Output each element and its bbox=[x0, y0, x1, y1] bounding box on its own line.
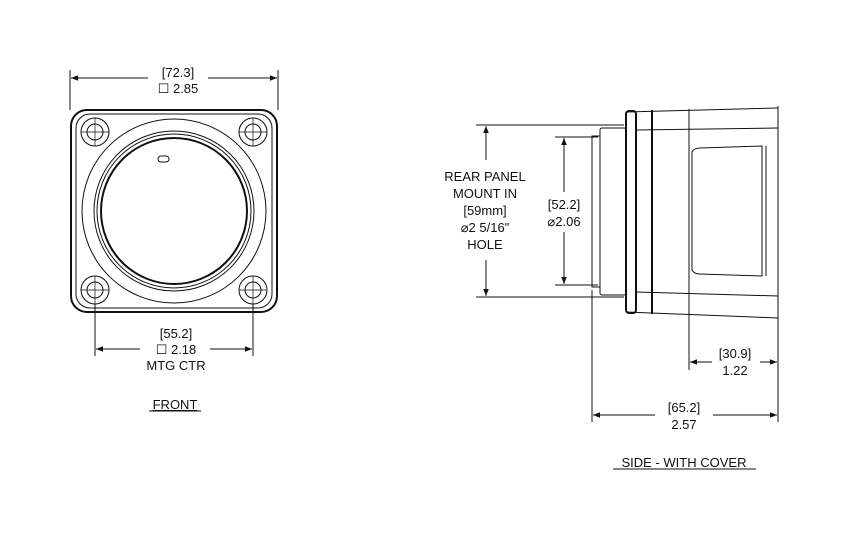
total-length-mm: [65.2] bbox=[668, 400, 701, 415]
front-title: FRONT bbox=[153, 397, 198, 412]
svg-text:REAR PANEL: REAR PANEL bbox=[444, 169, 525, 184]
front-view: [72.3] ☐ 2.85 [55.2] ☐ 2.18 MTG CTR FRON… bbox=[69, 65, 279, 412]
rear-panel-note: REAR PANEL MOUNT IN [59mm] ⌀2 5/16" HOLE bbox=[444, 169, 525, 252]
svg-text:[59mm]: [59mm] bbox=[463, 203, 506, 218]
total-length-in: 2.57 bbox=[671, 417, 696, 432]
mtg-ctr-mm: [55.2] bbox=[160, 326, 193, 341]
body-dia-mm: [52.2] bbox=[548, 197, 581, 212]
cover-length-in: 1.22 bbox=[722, 363, 747, 378]
front-width-mm: [72.3] bbox=[162, 65, 195, 80]
cover-length-mm: [30.9] bbox=[719, 346, 752, 361]
body-dia-in: ⌀2.06 bbox=[547, 214, 580, 229]
side-view: REAR PANEL MOUNT IN [59mm] ⌀2 5/16" HOLE… bbox=[444, 106, 779, 470]
side-title: SIDE - WITH COVER bbox=[622, 455, 747, 470]
mtg-ctr-in: ☐ 2.18 bbox=[156, 342, 197, 357]
mtg-ctr-label: MTG CTR bbox=[146, 358, 205, 373]
svg-text:MOUNT IN: MOUNT IN bbox=[453, 186, 517, 201]
mounting-holes bbox=[80, 117, 268, 305]
svg-text:⌀2 5/16": ⌀2 5/16" bbox=[461, 220, 510, 235]
front-width-in: ☐ 2.85 bbox=[158, 81, 199, 96]
svg-text:HOLE: HOLE bbox=[467, 237, 503, 252]
